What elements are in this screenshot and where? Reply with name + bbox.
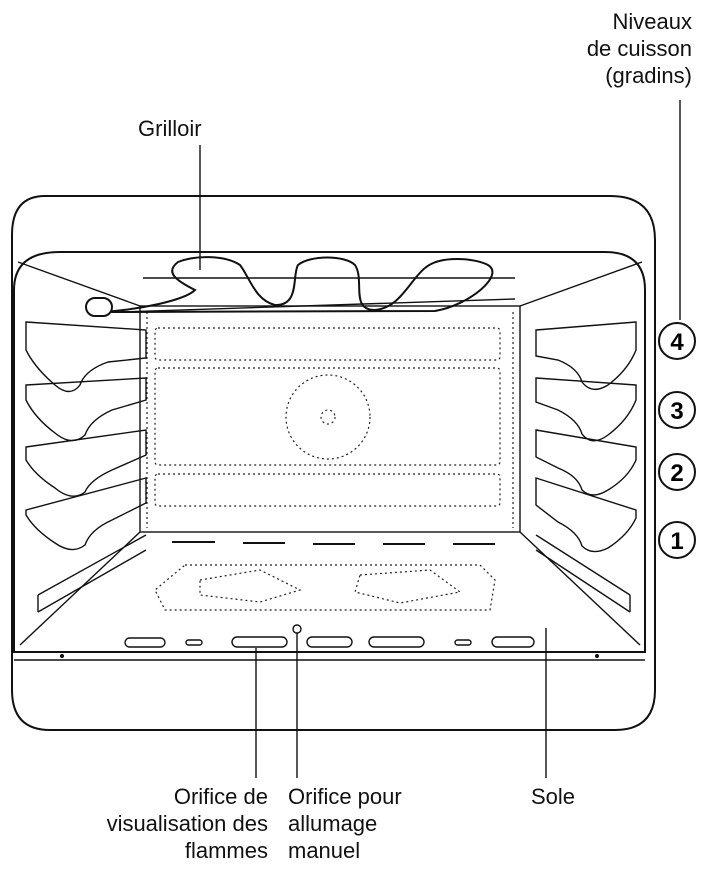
oven-outer-frame (11, 195, 656, 731)
floor-burner-cover (154, 564, 496, 611)
level-4-marker: 4 (658, 322, 696, 360)
svg-text:4: 4 (670, 329, 684, 356)
flame-view-hole (231, 636, 288, 648)
ignition-hole (292, 624, 302, 634)
level-1-marker: 1 (658, 521, 696, 559)
floor-opening-6 (454, 639, 472, 646)
label-orifice-allumage: Orifice pour allumage manuel (288, 784, 402, 863)
svg-text:2: 2 (670, 460, 683, 487)
oven-back-wall (139, 305, 521, 533)
level-3-marker: 3 (658, 391, 696, 429)
floor-opening-2 (185, 639, 203, 646)
level-2-marker: 2 (658, 453, 696, 491)
left-rack-supports (25, 321, 147, 613)
floor-opening-4 (306, 636, 353, 648)
label-sole: Sole (531, 784, 576, 809)
floor-opening-1 (124, 637, 166, 648)
svg-text:3: 3 (670, 398, 683, 425)
floor-opening-7 (491, 636, 535, 648)
fan-cover (285, 374, 371, 460)
label-grilloir: Grilloir (138, 116, 202, 141)
label-orifice-visualisation: Orifice de visualisation des flammes (106, 784, 268, 863)
right-rack-supports (535, 321, 637, 613)
floor-opening-5 (368, 636, 425, 648)
label-niveaux-de-cuisson: Niveaux de cuisson (gradins) (586, 9, 692, 88)
grill-element (85, 256, 516, 317)
svg-text:1: 1 (670, 528, 683, 555)
